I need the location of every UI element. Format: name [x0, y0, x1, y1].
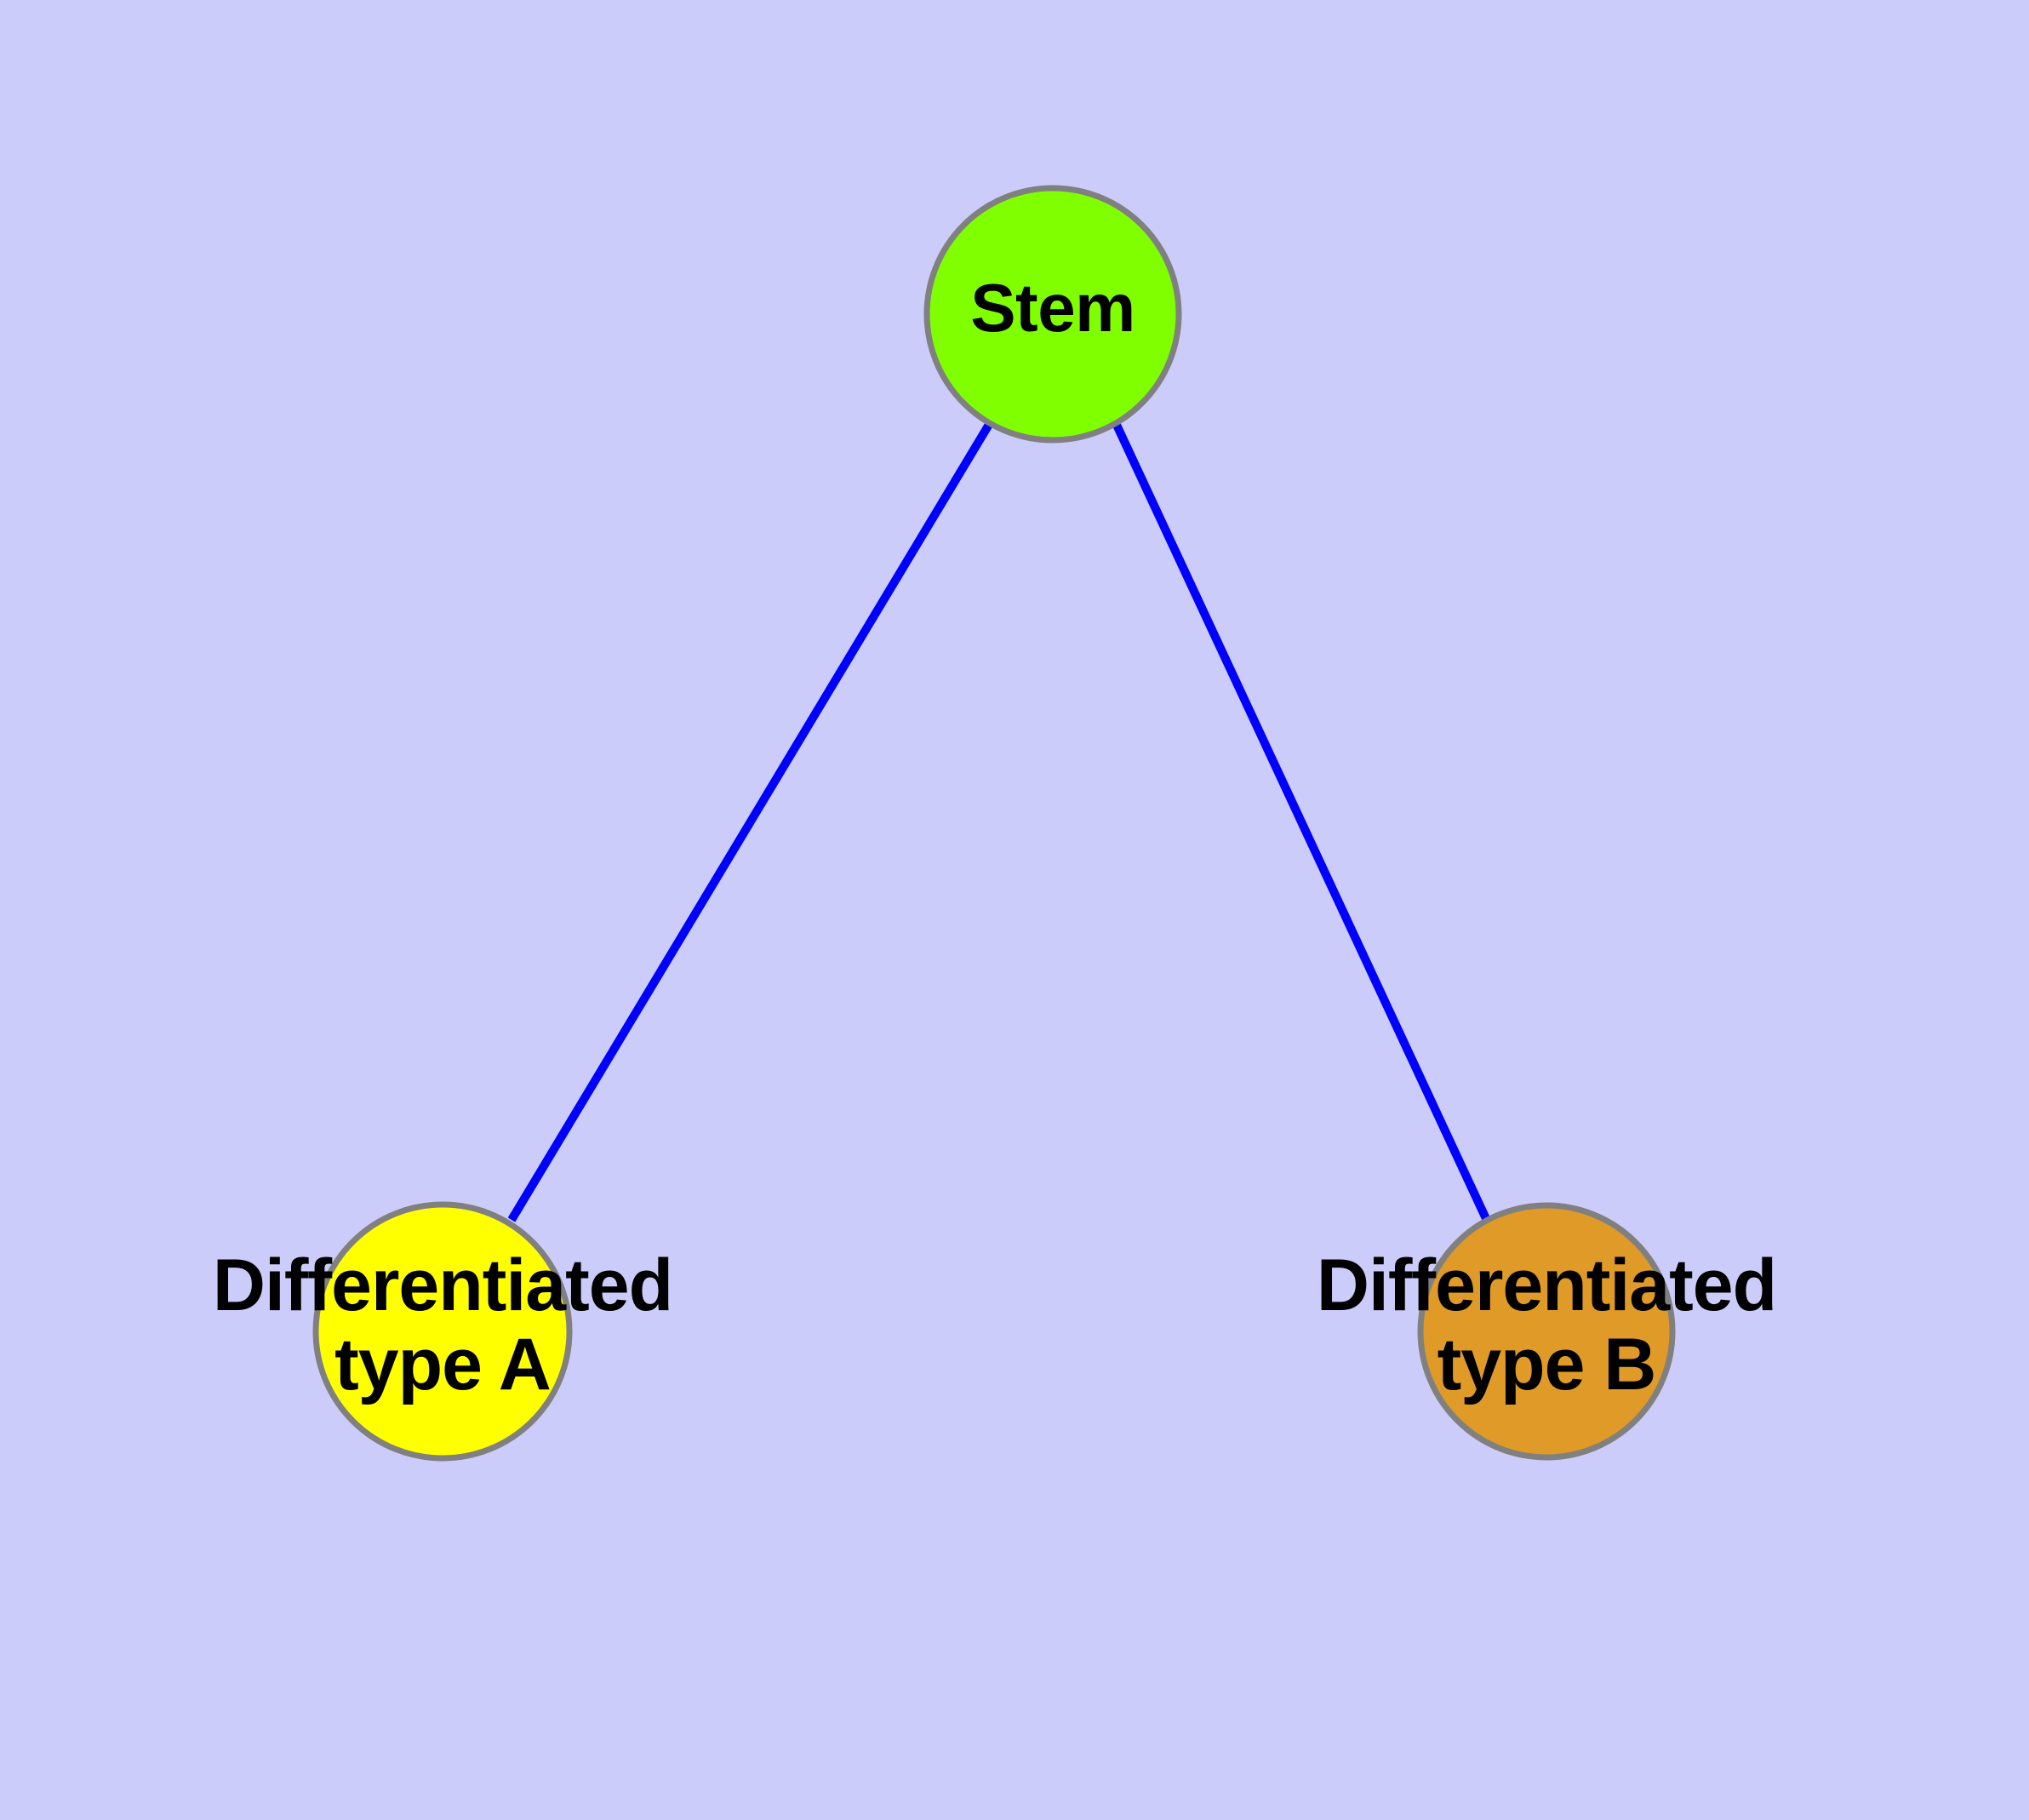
node-stem[interactable]	[923, 185, 1182, 444]
edge-layer	[507, 421, 1493, 1227]
node-differentiated-type-a[interactable]	[312, 1201, 573, 1462]
node-layer	[312, 185, 1676, 1462]
node-differentiated-type-b[interactable]	[1417, 1202, 1676, 1461]
edge-stem-to-differentiated-type-a[interactable]	[507, 421, 994, 1222]
edge-stem-to-differentiated-type-b[interactable]	[1112, 421, 1493, 1227]
